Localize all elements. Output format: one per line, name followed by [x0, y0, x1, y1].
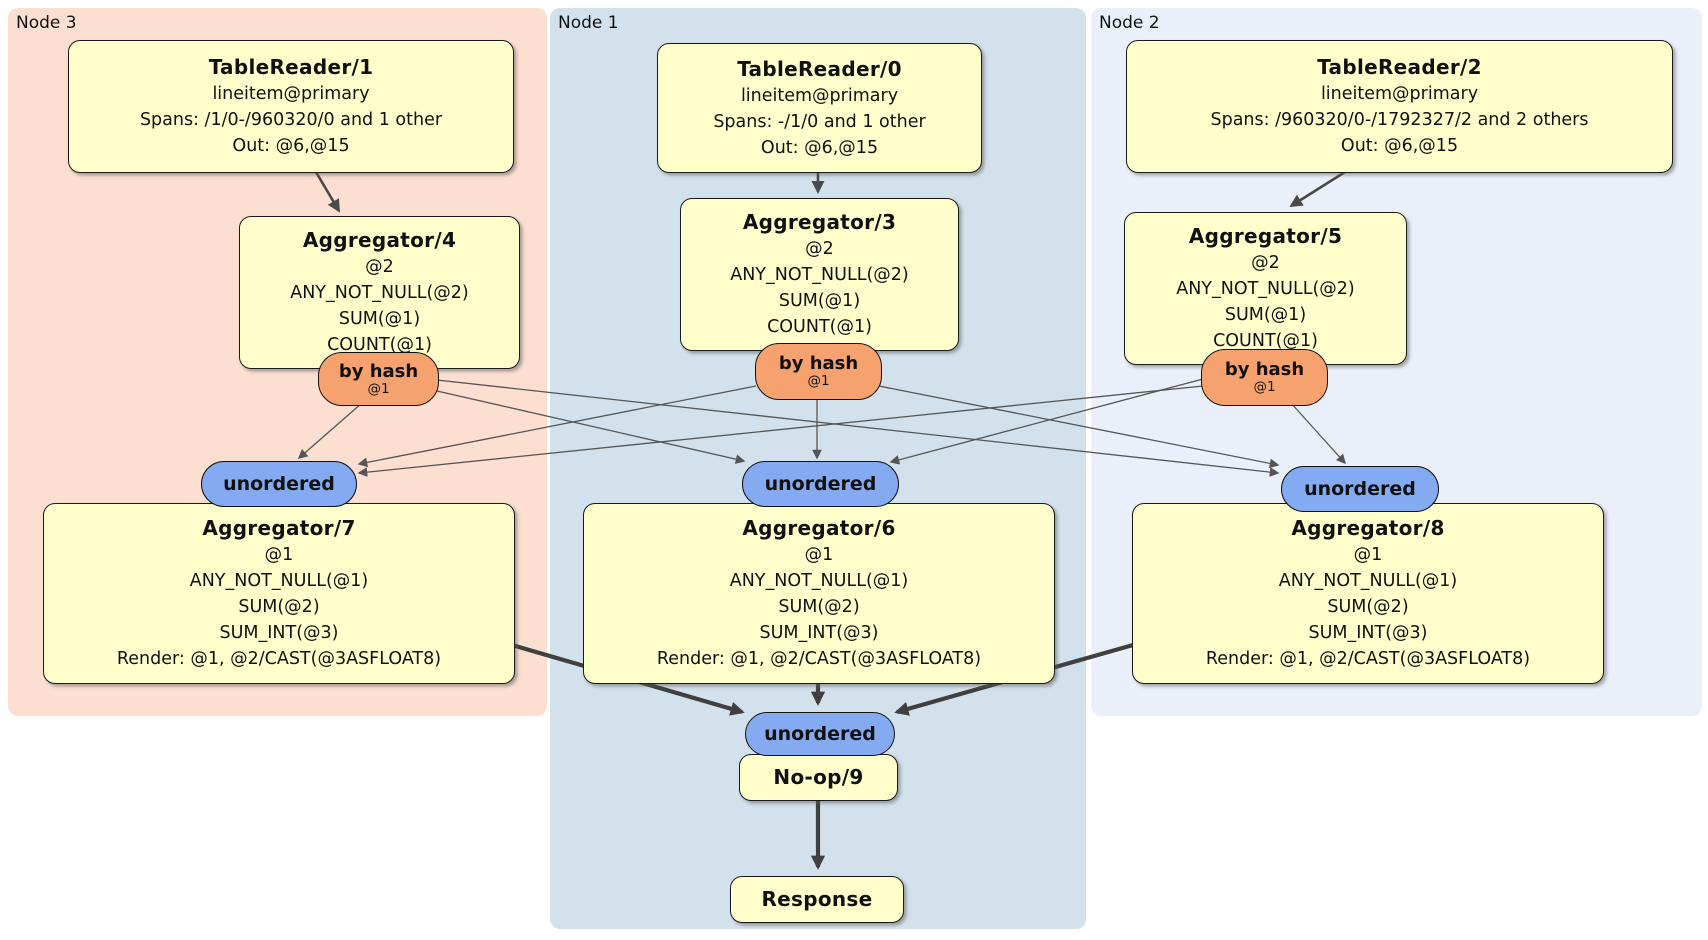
region-label-node1: Node 1 [558, 13, 619, 33]
router-byhash-node1: by hash @1 [755, 343, 882, 400]
stream-label: unordered [1304, 478, 1416, 500]
node-detail: Render: @1, @2/CAST(@3ASFLOAT8) [1205, 649, 1531, 669]
node-detail: ANY_NOT_NULL(@1) [189, 571, 369, 591]
node-noop-9: No-op/9 [739, 754, 898, 801]
stream-unordered-node2: unordered [1281, 466, 1439, 512]
edge-byhash1-unordered2 [878, 385, 1280, 469]
node-detail: COUNT(@1) [1213, 331, 1318, 351]
router-byhash-node3: by hash @1 [318, 352, 439, 406]
edge-tr2-agg5 [1289, 170, 1346, 208]
router-label: by hash [1224, 359, 1305, 380]
router-detail: @1 [1253, 379, 1276, 395]
node-detail: @2 [1251, 253, 1280, 273]
node-detail: COUNT(@1) [327, 335, 432, 355]
stream-label: unordered [764, 723, 876, 745]
node-tablereader-2: TableReader/2 lineitem@primary Spans: /9… [1126, 40, 1673, 173]
node-title: Aggregator/6 [742, 516, 896, 540]
node-tablereader-1: TableReader/1 lineitem@primary Spans: /1… [68, 40, 514, 173]
node-detail: @1 [1353, 545, 1383, 565]
node-detail: @1 [804, 545, 834, 565]
node-detail: @2 [365, 257, 394, 277]
node-detail: Spans: -/1/0 and 1 other [713, 111, 926, 132]
edge-byhash3-unordered1 [436, 390, 746, 464]
node-tablereader-0: TableReader/0 lineitem@primary Spans: -/… [657, 43, 982, 173]
node-title: Aggregator/4 [302, 228, 457, 252]
stream-label: unordered [223, 473, 335, 495]
router-detail: @1 [367, 380, 390, 397]
router-label: by hash [338, 360, 419, 382]
node-title: TableReader/1 [208, 55, 374, 79]
node-title: Aggregator/3 [742, 210, 897, 234]
node-detail: ANY_NOT_NULL(@2) [290, 283, 469, 303]
node-aggregator-7: Aggregator/7 @1 ANY_NOT_NULL(@1) SUM(@2)… [43, 503, 515, 684]
node-detail: COUNT(@1) [767, 317, 872, 337]
node-detail: @2 [805, 239, 834, 259]
edge-byhash1-unordered3 [357, 385, 757, 468]
router-label: by hash [778, 353, 859, 374]
stream-unordered-node3: unordered [201, 461, 357, 507]
node-title: TableReader/0 [737, 56, 902, 81]
edge-byhash2-unordered3 [357, 385, 1204, 477]
edge-byhash2-unordered2 [1290, 402, 1346, 465]
edge-byhash3-unordered3 [297, 402, 363, 459]
node-detail: SUM(@2) [238, 597, 320, 617]
node-detail: lineitem@primary [1320, 84, 1479, 104]
node-detail: lineitem@primary [740, 85, 899, 106]
node-aggregator-6: Aggregator/6 @1 ANY_NOT_NULL(@1) SUM(@2)… [583, 503, 1055, 684]
node-response: Response [730, 876, 904, 923]
node-aggregator-3: Aggregator/3 @2 ANY_NOT_NULL(@2) SUM(@1)… [680, 198, 959, 351]
node-title: Aggregator/7 [202, 516, 356, 540]
node-detail: ANY_NOT_NULL(@2) [1176, 279, 1355, 299]
node-detail: SUM_INT(@3) [219, 623, 339, 643]
stream-unordered-node1: unordered [742, 461, 899, 507]
node-detail: SUM(@2) [778, 597, 860, 617]
node-title: Aggregator/8 [1291, 516, 1445, 540]
stream-label: unordered [764, 473, 877, 495]
node-detail: Spans: /1/0-/960320/0 and 1 other [139, 110, 443, 130]
node-detail: ANY_NOT_NULL(@2) [730, 265, 909, 285]
node-detail: SUM(@1) [1224, 305, 1307, 325]
node-detail: Out: @6,@15 [1340, 136, 1459, 156]
node-detail: SUM_INT(@3) [759, 623, 879, 643]
node-title: Aggregator/5 [1188, 224, 1343, 248]
node-aggregator-4: Aggregator/4 @2 ANY_NOT_NULL(@2) SUM(@1)… [239, 216, 520, 369]
node-detail: @1 [264, 545, 294, 565]
edge-byhash3-unordered2 [436, 379, 1280, 477]
node-detail: SUM(@1) [778, 291, 861, 311]
node-detail: ANY_NOT_NULL(@1) [729, 571, 909, 591]
region-label-node3: Node 3 [16, 13, 77, 33]
node-detail: SUM(@2) [1327, 597, 1409, 617]
edge-tr1-agg4 [314, 171, 341, 213]
node-detail: SUM_INT(@3) [1308, 623, 1428, 643]
node-detail: Render: @1, @2/CAST(@3ASFLOAT8) [656, 649, 982, 669]
node-title: Response [761, 887, 873, 911]
region-label-node2: Node 2 [1099, 13, 1160, 33]
node-detail: Render: @1, @2/CAST(@3ASFLOAT8) [116, 649, 442, 669]
node-title: TableReader/2 [1317, 55, 1482, 79]
router-byhash-node2: by hash @1 [1201, 349, 1328, 406]
edge-byhash2-unordered1 [889, 378, 1204, 465]
node-detail: Out: @6,@15 [232, 136, 350, 156]
node-aggregator-5: Aggregator/5 @2 ANY_NOT_NULL(@2) SUM(@1)… [1124, 212, 1407, 365]
node-detail: lineitem@primary [212, 84, 370, 104]
router-detail: @1 [807, 373, 830, 389]
node-detail: Out: @6,@15 [760, 137, 879, 158]
node-detail: Spans: /960320/0-/1792327/2 and 2 others [1210, 110, 1589, 130]
node-detail: ANY_NOT_NULL(@1) [1278, 571, 1458, 591]
node-aggregator-8: Aggregator/8 @1 ANY_NOT_NULL(@1) SUM(@2)… [1132, 503, 1604, 684]
node-detail: SUM(@1) [338, 309, 421, 329]
node-title: No-op/9 [773, 765, 864, 789]
stream-unordered-final: unordered [745, 712, 895, 756]
